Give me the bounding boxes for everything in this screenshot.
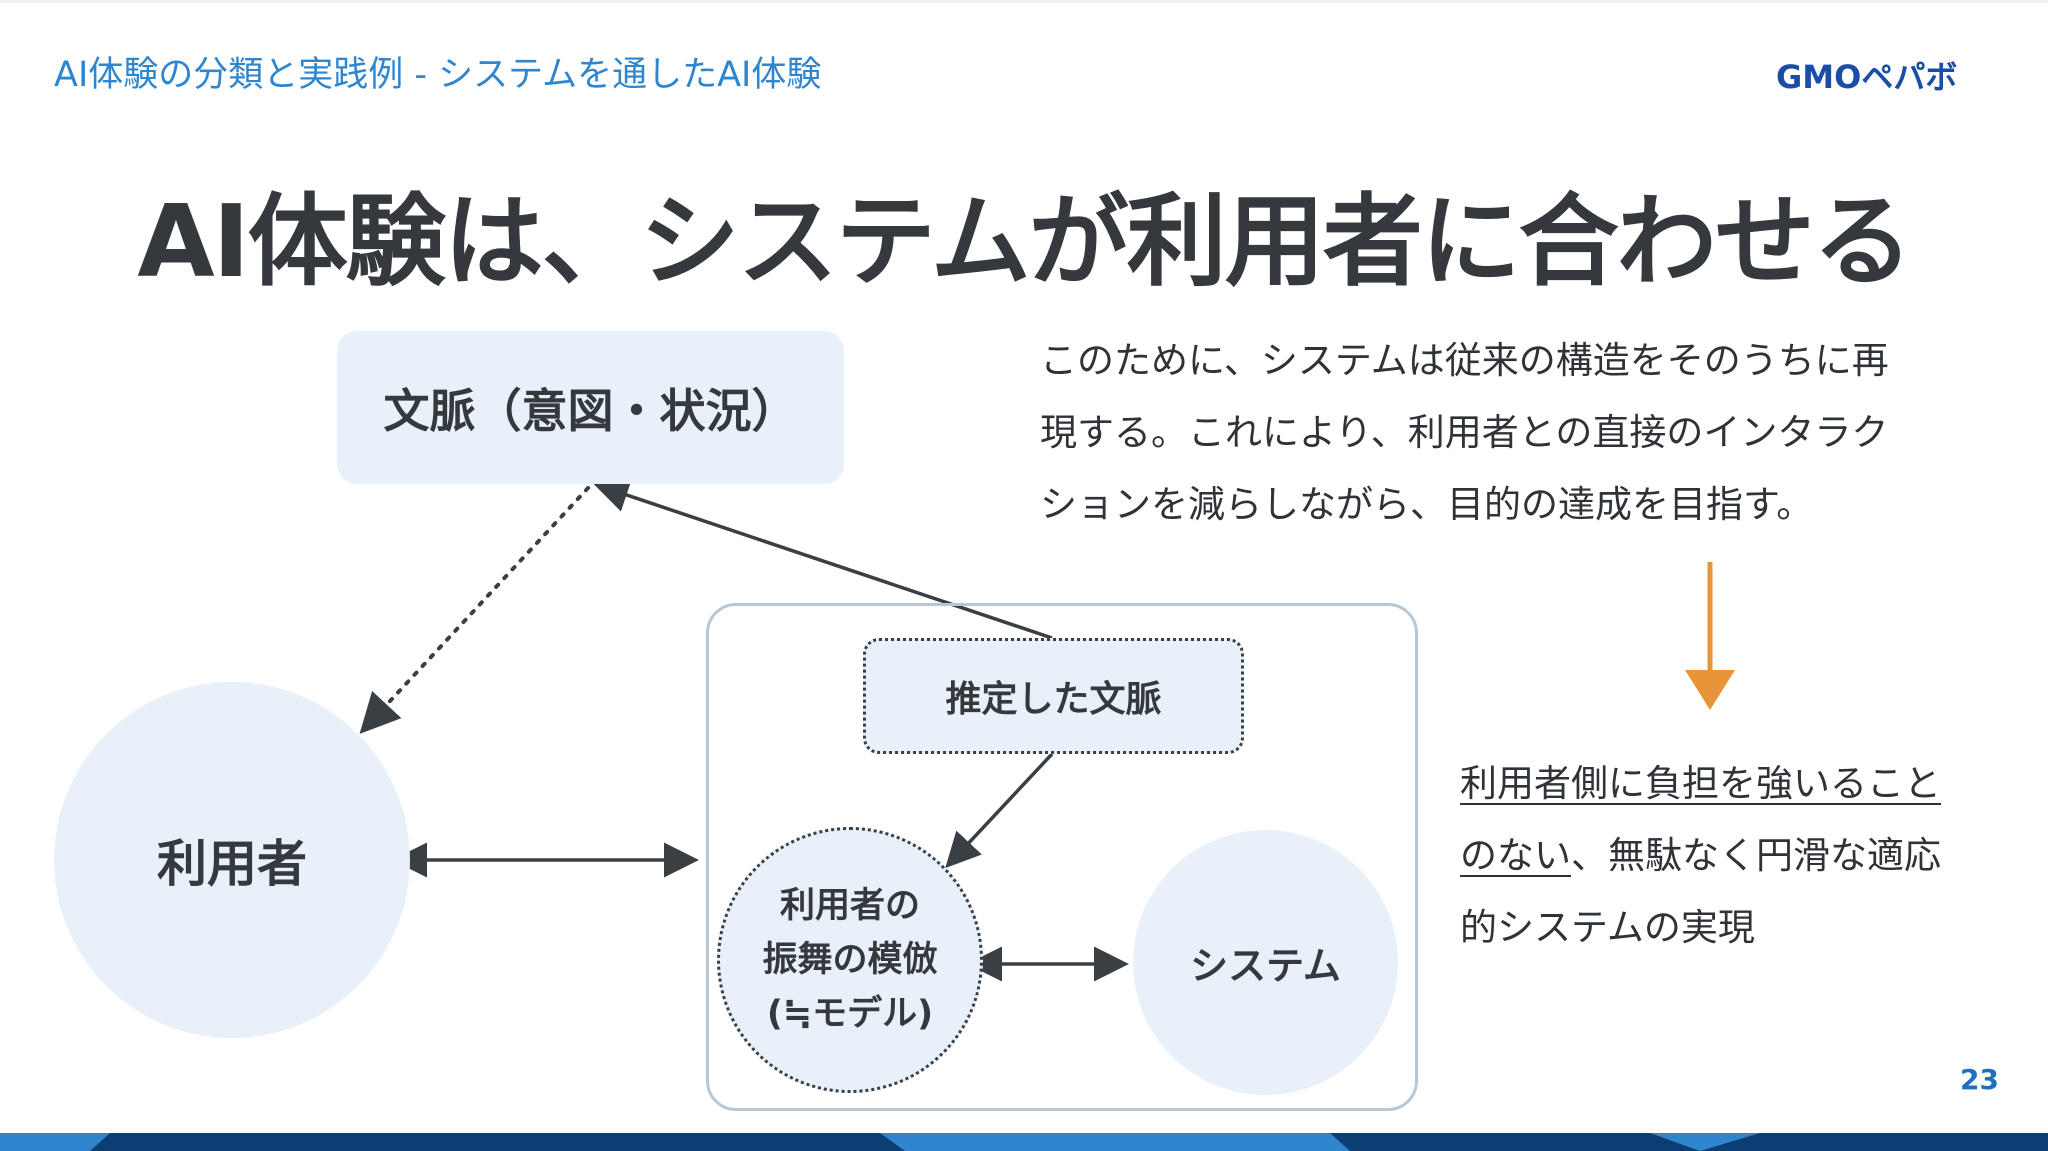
- slide-title: AI体験は、システムが利用者に合わせる: [137, 183, 1913, 300]
- arrow-estimate-to-context: [593, 478, 1053, 640]
- description-paragraph: このために、システムは従来の構造をそのうちに再 現する。これにより、利用者との直…: [1040, 325, 1970, 541]
- model-label-line1: 利用者の: [779, 886, 920, 926]
- model-circle: 利用者の 振舞の模倣 (≒モデル): [717, 827, 983, 1093]
- footer-band: [0, 1133, 2048, 1151]
- system-circle: システム: [1133, 830, 1398, 1095]
- top-rule: [0, 0, 2048, 3]
- result-statement: 利用者側に負担を強いること のない、無駄なく円滑な適応 的システムの実現: [1460, 748, 2020, 964]
- model-label-line2: 振舞の模倣: [762, 940, 938, 980]
- description-line: このために、システムは従来の構造をそのうちに再: [1040, 339, 1889, 382]
- system-frame: [706, 603, 1418, 1111]
- result-line3: 的システムの実現: [1460, 906, 1755, 949]
- description-line: 現する。これにより、利用者との直接のインタラク: [1040, 411, 1889, 454]
- estimated-context-box: 推定した文脈: [863, 638, 1244, 754]
- page-number: 23: [1960, 1063, 1999, 1096]
- user-label: 利用者: [157, 835, 307, 893]
- description-line: ションを減らしながら、目的の達成を目指す。: [1040, 483, 1814, 526]
- result-underlined-2: のない: [1460, 834, 1571, 877]
- company-logo: GMOペパボ: [1776, 58, 1958, 96]
- arrow-estimate-to-model: [945, 752, 1054, 869]
- context-box: 文脈（意図・状況）: [337, 331, 844, 484]
- arrow-context-to-user: [359, 486, 590, 734]
- breadcrumb: AI体験の分類と実践例 - システムを通したAI体験: [54, 55, 822, 95]
- system-label: システム: [1190, 944, 1341, 988]
- model-label-line3: (≒モデル): [766, 994, 934, 1034]
- result-line2-rest: 、無駄なく円滑な適応: [1571, 834, 1941, 877]
- user-circle: 利用者: [54, 682, 410, 1038]
- result-underlined-1: 利用者側に負担を強いること: [1460, 762, 1941, 805]
